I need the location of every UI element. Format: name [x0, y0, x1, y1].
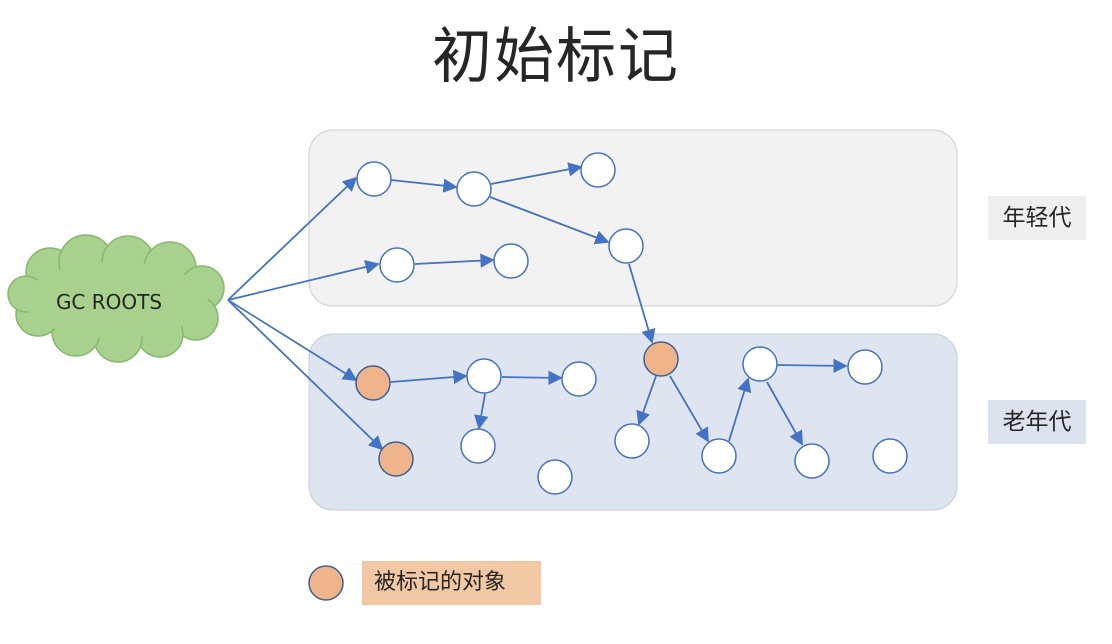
young-object-node: [580, 152, 616, 188]
old-object-node: [701, 438, 737, 474]
edge-root-y4: [227, 259, 380, 301]
old-object-node: [872, 438, 908, 474]
young-object-node: [608, 228, 644, 264]
marked-object-node: [378, 441, 414, 477]
gc-roots-label: GC ROOTS: [56, 290, 162, 314]
marked-object-node: [355, 365, 391, 401]
edge-o3-o6: [501, 370, 563, 385]
old-object-node: [561, 361, 597, 397]
edge-root-y1: [227, 176, 358, 301]
edge-o10-o12: [766, 381, 803, 446]
edge-o9-o10: [728, 377, 752, 442]
legend-marked-label: 被标记的对象: [362, 561, 541, 605]
old-object-node: [537, 459, 573, 495]
legend-marked-swatch: [308, 565, 344, 601]
edge-o5-o9: [669, 375, 709, 443]
edge-o10-o11: [776, 358, 848, 374]
edge-o1-o3: [390, 369, 468, 385]
old-object-node: [847, 349, 883, 385]
edge-y4-y5: [414, 253, 495, 268]
edge-y2-y3: [490, 162, 583, 185]
old-generation-label: 老年代: [988, 400, 1086, 444]
young-generation-label: 年轻代: [988, 196, 1086, 240]
reference-edges: [227, 162, 848, 451]
young-object-node: [356, 161, 392, 197]
edge-o3-o4: [474, 393, 489, 430]
edge-root-o2: [227, 299, 384, 451]
edge-y6-o5: [628, 263, 656, 344]
edge-y2-y6: [489, 196, 610, 245]
old-object-node: [466, 358, 502, 394]
young-object-node: [493, 243, 529, 279]
old-object-node: [460, 428, 496, 464]
edge-o5-o8: [636, 375, 657, 426]
gc-roots-cloud: [7, 234, 225, 363]
old-object-node: [794, 443, 830, 479]
edge-root-o1: [227, 299, 358, 381]
diagram-title: 初始标记: [432, 22, 680, 92]
marked-object-node: [643, 341, 679, 377]
old-object-node: [742, 346, 778, 382]
young-object-node: [456, 171, 492, 207]
young-object-node: [379, 247, 415, 283]
edge-y1-y2: [390, 178, 458, 193]
old-object-node: [614, 423, 650, 459]
